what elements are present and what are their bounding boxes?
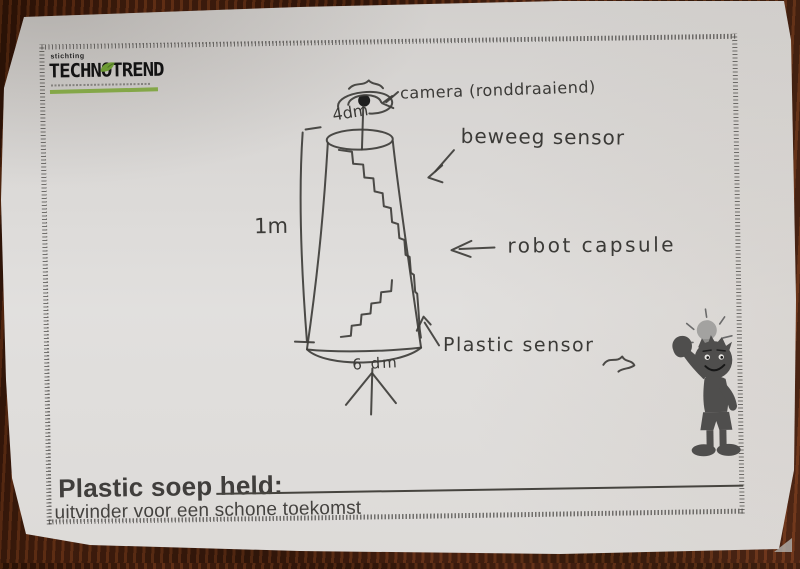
footer-fill-in-line (216, 484, 744, 495)
height-dimension-line (293, 126, 322, 344)
robot-capsule-cylinder (306, 128, 423, 364)
motion-sensor-arrow (427, 149, 455, 184)
scribble-mark (602, 355, 636, 373)
footer-subtitle: uitvinder voor een schone toekomst (54, 497, 362, 524)
label-bottom-width-6dm: 6 dm (351, 353, 400, 374)
label-height-1m: 1m (253, 213, 289, 239)
logo-wordmark: TECHNOTREND (48, 59, 199, 83)
label-plastic-sensor: Plastic sensor (443, 334, 595, 357)
mascot-body (672, 335, 741, 457)
robot-sketch (293, 79, 636, 416)
technotrend-logo: stichting TECHNOTREND (48, 51, 199, 94)
plastic-sensor-arrow (415, 315, 441, 347)
tripod-stand (344, 367, 397, 416)
mascot-face (702, 349, 726, 372)
staircase-conveyor (337, 148, 422, 339)
camera-drawing (337, 79, 394, 151)
label-motion-sensor: beweeg sensor (460, 123, 626, 150)
label-robot-capsule: robot capsule (507, 232, 677, 258)
logo-tagline-illegible (50, 82, 151, 87)
lightbulb-icon (684, 308, 733, 348)
camera-arrow (381, 91, 400, 110)
logo-green-underline (49, 87, 159, 94)
capsule-arrow (450, 239, 496, 258)
border-top (41, 33, 736, 50)
leaf-icon (100, 62, 115, 72)
paper-fold-corner (774, 538, 792, 552)
border-left (39, 44, 52, 525)
mascot-figure (672, 308, 741, 457)
